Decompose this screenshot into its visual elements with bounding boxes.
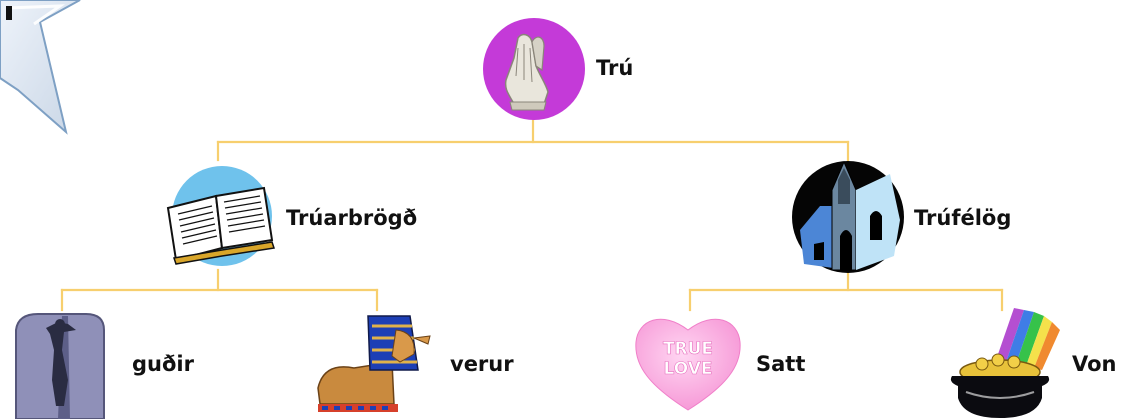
praying-hands-icon	[483, 18, 585, 120]
node-von: Von	[944, 306, 1122, 418]
candy-heart-icon: TRUE LOVE	[635, 318, 741, 411]
node-label-satt: Satt	[756, 352, 806, 376]
crucifix-icon	[15, 313, 105, 419]
open-bible-icon	[166, 166, 275, 266]
node-label-gudir: guðir	[132, 352, 194, 376]
node-label-trufelog: Trúfélög	[914, 206, 1012, 230]
sphinx-icon	[317, 315, 431, 412]
node-label-von: Von	[1072, 352, 1117, 376]
heart-text-line1: TRUE	[663, 339, 713, 359]
node-label-verur: verur	[450, 352, 514, 376]
node-trubrogd: Trúarbrögð	[160, 160, 460, 272]
node-gudir: guðir	[8, 310, 228, 419]
church-icon	[792, 160, 904, 273]
node-satt: TRUE LOVE Satt	[632, 306, 832, 414]
heart-text-line2: LOVE	[664, 359, 713, 379]
node-label-trubrogd: Trúarbrögð	[286, 206, 418, 230]
node-root: Trú	[474, 18, 674, 120]
node-trufelog: Trúfélög	[790, 160, 1070, 274]
node-verur: verur	[314, 308, 534, 414]
speech-bubble-shape	[0, 0, 81, 135]
pot-of-gold-rainbow-icon	[950, 308, 1060, 418]
node-label-root: Trú	[596, 56, 634, 80]
